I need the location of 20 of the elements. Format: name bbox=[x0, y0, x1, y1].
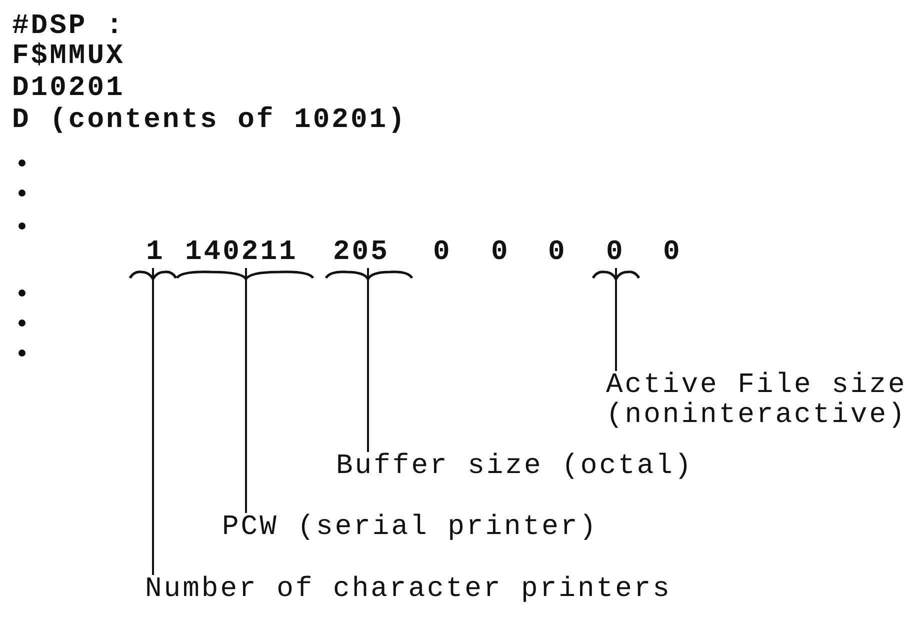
memory-value: 140211 bbox=[185, 238, 298, 268]
leader-line bbox=[245, 268, 247, 513]
command-text: D10201 bbox=[12, 74, 125, 104]
memory-value: 0 bbox=[548, 238, 567, 268]
memory-value: 1 bbox=[146, 238, 165, 268]
command-text: F$MMUX bbox=[12, 42, 125, 72]
callout-text: PCW (serial printer) bbox=[222, 513, 598, 543]
memory-value: 0 bbox=[433, 238, 452, 268]
memory-value: 0 bbox=[491, 238, 510, 268]
command-text: D (contents of 10201) bbox=[12, 106, 407, 136]
command-text: #DSP : bbox=[12, 12, 125, 42]
memory-value: 205 bbox=[333, 238, 390, 268]
callout-text: Buffer size (octal) bbox=[336, 452, 694, 482]
leader-line bbox=[615, 268, 617, 371]
callout-text: Active File size (noninteractive) bbox=[606, 371, 910, 431]
leader-line bbox=[152, 268, 154, 575]
memory-value: 0 bbox=[663, 238, 682, 268]
callout-text: Number of character printers bbox=[145, 575, 672, 605]
memory-value: 0 bbox=[606, 238, 625, 268]
leader-line bbox=[367, 268, 369, 452]
